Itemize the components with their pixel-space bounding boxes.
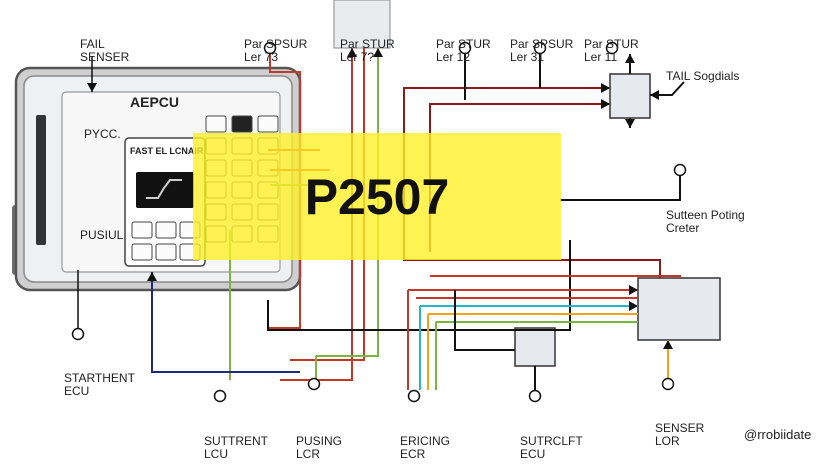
panel-label-bottom: PUSIUL [80, 228, 124, 242]
module-boxes [333, 0, 721, 367]
screen-header: FAST EL LCNAIR [130, 146, 204, 156]
pin-markers [71, 41, 687, 403]
sensor-module [637, 277, 721, 341]
fault-code: P2507 [304, 168, 450, 225]
label-tail-signals: TAIL Sogdials [666, 69, 740, 83]
sutrclft-module [514, 327, 556, 367]
ecu-title: AEPCU [130, 94, 180, 110]
arrowheads [87, 48, 673, 349]
panel-label-top: PYCC. [84, 127, 121, 141]
tail-signal-module [609, 73, 651, 119]
watermark: @rrobiidate [744, 427, 812, 442]
fault-code-highlight: P2507 [193, 133, 561, 260]
par-stur-top-box [333, 0, 391, 49]
